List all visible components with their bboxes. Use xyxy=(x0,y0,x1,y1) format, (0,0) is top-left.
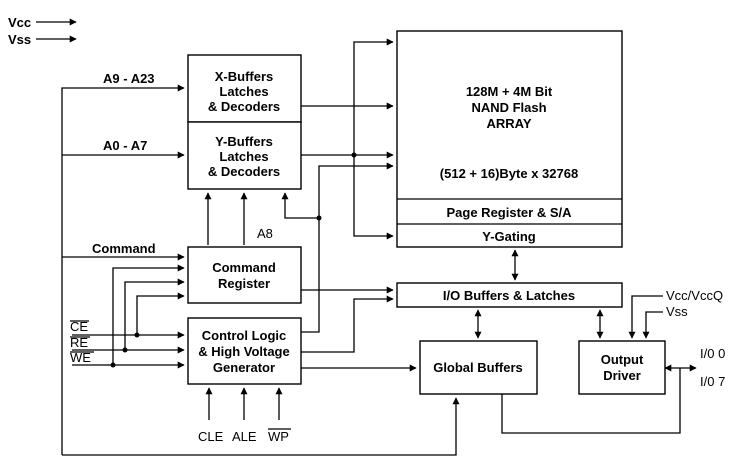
x-buffers-line2: Latches xyxy=(219,84,268,99)
cle-label: CLE xyxy=(198,429,224,444)
vcc-vccq-label: Vcc/VccQ xyxy=(666,288,723,303)
nand-array-line1: 128M + 4M Bit xyxy=(466,84,553,99)
y-buffers-line3: & Decoders xyxy=(208,164,280,179)
ale-label: ALE xyxy=(232,429,257,444)
a9-a23-label: A9 - A23 xyxy=(103,71,155,86)
global-buffers-label: Global Buffers xyxy=(433,360,523,375)
control-to-array xyxy=(301,162,394,333)
output-driver-block: Output Driver xyxy=(578,340,666,395)
control-to-io xyxy=(301,295,394,353)
array-organization: (512 + 16)Byte x 32768 xyxy=(440,166,578,181)
we-to-cmd xyxy=(112,264,185,365)
y-to-ygating xyxy=(353,155,394,240)
io0-label: I/0 0 xyxy=(700,346,725,361)
legend-vss-label: Vss xyxy=(8,32,31,47)
nand-array-line3: ARRAY xyxy=(486,116,531,131)
a0-a7-label: A0 - A7 xyxy=(103,138,147,153)
a9-a23-bus xyxy=(61,84,185,455)
global-to-io-loop xyxy=(501,368,681,434)
io7-label: I/0 7 xyxy=(700,374,725,389)
y-buffers-line2: Latches xyxy=(219,149,268,164)
output-driver-line2: Driver xyxy=(603,368,641,383)
x-buffers-block: X-Buffers Latches & Decoders xyxy=(187,54,302,123)
control-logic-line3: Generator xyxy=(213,360,275,375)
connections: A8 xyxy=(61,38,697,456)
command-label: Command xyxy=(92,241,156,256)
page-register-label: Page Register & S/A xyxy=(447,205,573,220)
a8-label: A8 xyxy=(257,226,273,241)
command-register-line1: Command xyxy=(212,260,276,275)
global-buffers-input xyxy=(62,397,460,456)
legend-vcc-label: Vcc xyxy=(8,15,31,30)
global-buffers-block: Global Buffers xyxy=(419,340,538,395)
x-buffers-line3: & Decoders xyxy=(208,99,280,114)
nand-array-line2: NAND Flash xyxy=(471,100,546,115)
wp-label: WP xyxy=(268,429,289,444)
control-logic-line2: & High Voltage xyxy=(198,344,289,359)
io-buffers-label: I/O Buffers & Latches xyxy=(443,288,575,303)
vccq-to-output xyxy=(628,295,663,339)
nand-array-block: 128M + 4M Bit NAND Flash ARRAY (512 + 16… xyxy=(396,30,623,248)
signal-labels: A9 - A23 A0 - A7 Command CE RE WE CLE AL… xyxy=(70,71,725,444)
legend: Vcc Vss xyxy=(8,15,77,47)
command-register-line2: Register xyxy=(218,276,270,291)
control-logic-line1: Control Logic xyxy=(202,328,287,343)
io-buffers-block: I/O Buffers & Latches xyxy=(396,282,623,308)
we-label: WE xyxy=(70,350,91,365)
y-buffers-block: Y-Buffers Latches & Decoders xyxy=(187,121,302,190)
x-buffers-line1: X-Buffers xyxy=(215,69,274,84)
control-logic-block: Control Logic & High Voltage Generator xyxy=(187,317,302,385)
ce-label: CE xyxy=(70,319,88,334)
y-gating-label: Y-Gating xyxy=(482,229,536,244)
command-register-block: Command Register xyxy=(187,246,302,304)
re-to-cmd xyxy=(124,278,185,350)
vss-to-output xyxy=(642,311,663,339)
output-driver-line1: Output xyxy=(601,352,644,367)
control-to-y-buffers xyxy=(281,192,319,219)
y-to-array-top xyxy=(301,38,394,156)
ce-to-cmd xyxy=(136,292,185,335)
vss-output-label: Vss xyxy=(666,304,688,319)
re-label: RE xyxy=(70,335,88,350)
y-buffers-line1: Y-Buffers xyxy=(215,134,273,149)
